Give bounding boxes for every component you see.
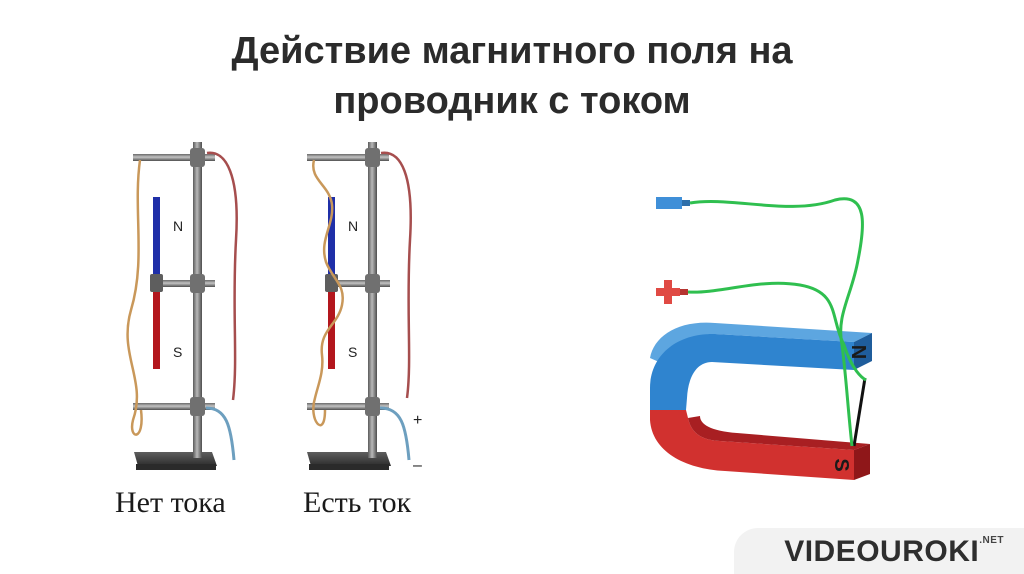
middle-stand-bottom-bar — [307, 403, 389, 410]
middle-needle-north — [328, 197, 335, 279]
left-pole-n-label: N — [173, 218, 183, 234]
left-tan-wire — [126, 159, 143, 436]
horseshoe-south-end — [854, 444, 870, 480]
left-stand-bottom-clamp — [190, 397, 205, 416]
left-stand-middle-clamp — [190, 274, 205, 293]
left-stand-base-front — [136, 464, 216, 470]
middle-stand-middle-clamp — [365, 274, 380, 293]
middle-needle-south — [328, 287, 335, 369]
left-stand-top-bar — [133, 154, 215, 161]
logo-bar: VIDEOUROKI.NET — [734, 528, 1024, 574]
horseshoe-conductor — [852, 377, 867, 447]
middle-pole-s-label: S — [348, 344, 357, 360]
middle-minus-label: – — [413, 457, 422, 474]
left-stand-top-clamp — [190, 148, 205, 167]
left-brown-wire — [206, 151, 238, 401]
left-pole-s-label: S — [173, 344, 182, 360]
horseshoe-north-top-face — [650, 322, 872, 366]
middle-caption: Есть ток — [303, 486, 412, 519]
left-caption: Нет тока — [115, 486, 226, 519]
middle-stand-top-clamp — [365, 148, 380, 167]
slide-title: Действие магнитного поля на проводник с … — [0, 26, 1024, 126]
middle-stand-base — [307, 452, 391, 466]
horseshoe-north-arm — [650, 333, 854, 410]
middle-plus-label: + — [413, 412, 422, 429]
middle-stand-base-front — [309, 464, 389, 470]
minus-terminal-icon — [656, 197, 690, 209]
middle-tan-wire — [312, 159, 344, 427]
middle-stand-middle-bar — [326, 280, 390, 287]
title-line-2: проводник с током — [333, 80, 691, 122]
horseshoe-south-arm — [650, 410, 854, 480]
middle-blue-wire — [379, 406, 411, 461]
left-needle-holder — [150, 274, 163, 292]
middle-stand — [307, 142, 412, 470]
title-line-1: Действие магнитного поля на — [231, 30, 793, 72]
horseshoe-south-inner-face — [688, 416, 870, 450]
horseshoe-north-end — [854, 333, 872, 370]
left-needle-north — [153, 197, 160, 279]
horseshoe-north-label: N — [847, 345, 869, 359]
middle-needle-holder — [325, 274, 338, 292]
left-stand-middle-bar — [150, 280, 215, 287]
horseshoe-south-label: S — [830, 458, 852, 471]
green-wire-from-minus — [689, 197, 865, 447]
plus-terminal-icon — [656, 280, 688, 304]
middle-pole-n-label: N — [348, 218, 358, 234]
left-stand-bottom-bar — [133, 403, 215, 410]
left-stand — [126, 142, 238, 470]
middle-stand-rod — [368, 142, 377, 458]
left-stand-base — [134, 452, 217, 466]
middle-stand-top-bar — [307, 154, 389, 161]
left-needle-south — [153, 287, 160, 369]
videouroki-logo: VIDEOUROKI.NET — [784, 535, 1004, 568]
green-wire-from-plus — [687, 281, 867, 382]
left-stand-rod — [193, 142, 202, 458]
middle-brown-wire — [380, 151, 412, 399]
horseshoe-magnet: N S — [650, 322, 872, 480]
left-blue-wire — [205, 406, 236, 461]
middle-stand-bottom-clamp — [365, 397, 380, 416]
